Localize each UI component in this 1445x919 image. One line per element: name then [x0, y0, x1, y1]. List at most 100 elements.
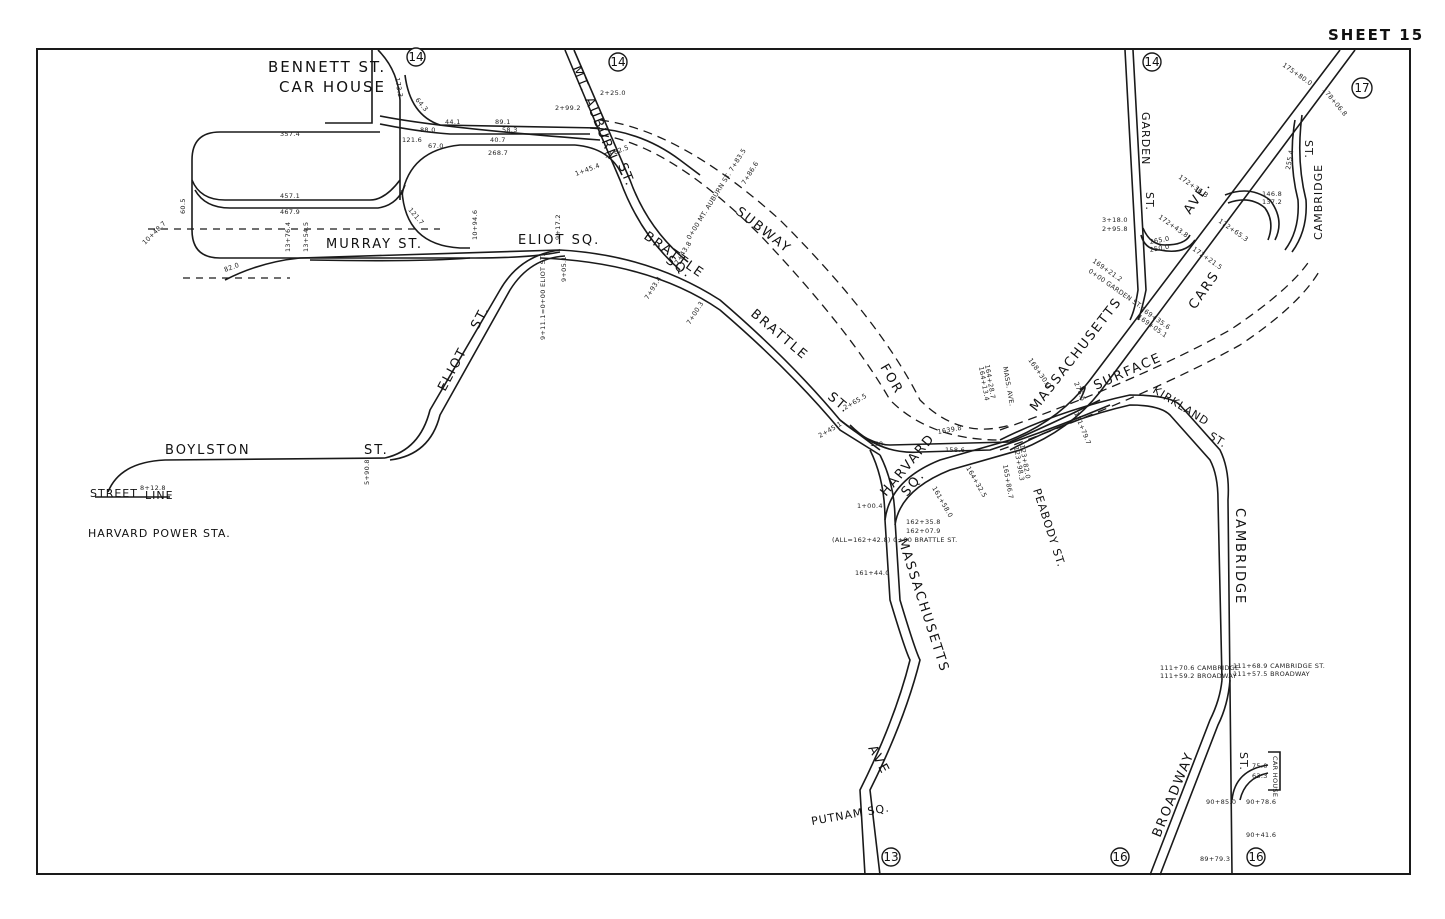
- car-house-s-outline: [1268, 751, 1281, 791]
- cambridge-st-ne-1: [1284, 119, 1300, 251]
- loop-to-murray: [401, 189, 470, 249]
- label-kirkland-st-2: ST.: [1206, 430, 1229, 451]
- label-peabody-st: PEABODY ST.: [1030, 487, 1068, 569]
- sta-168-30-0: 168+30.0: [1026, 357, 1052, 390]
- eliot-st-track-1: [384, 249, 561, 459]
- label-cambridge-ne-st: ST.: [1302, 140, 1315, 159]
- garden-curve-1: [1140, 234, 1196, 253]
- label-cambridge-s: CAMBRIDGE: [1232, 508, 1247, 605]
- dim-63-3: 63.3: [1252, 772, 1268, 780]
- dim-255-4: 255.4: [1284, 149, 1295, 170]
- dim-121-6: 121.6: [402, 136, 422, 144]
- surface-cars-outer: [999, 259, 1311, 431]
- sheet-ref-17[interactable]: 17: [1351, 77, 1373, 99]
- svg-text:14: 14: [610, 55, 625, 69]
- sta-7-86-6: 7+86.6: [740, 160, 760, 186]
- dim-265-0: 265.0: [1149, 235, 1170, 246]
- sheet-ref-14-a[interactable]: 14: [406, 47, 426, 67]
- sta-mass-ave: MASS. AVE.: [1001, 366, 1016, 407]
- dim-457-1: 457.1: [280, 192, 300, 200]
- inner-loop-track-1: [191, 179, 401, 201]
- sta-10-94-6: 10+94.6: [471, 210, 479, 240]
- sheet-ref-16-a[interactable]: 16: [1110, 847, 1130, 867]
- garden-cambridge-area: GARDEN ST. AVE. CAMBRIDGE ST. 3+18.0 2+9…: [1087, 49, 1349, 340]
- kirkland-cambridge-track-2: [1009, 404, 1223, 681]
- sta-2-65-5: 2+65.5: [842, 392, 868, 412]
- sta-2-99-2: 2+99.2: [555, 104, 581, 112]
- murray-spur: [224, 257, 301, 281]
- sta-90-41-6: 90+41.6: [1246, 831, 1276, 839]
- sheet-ref-14-c[interactable]: 14: [1142, 52, 1162, 72]
- yard-track-2: [379, 123, 590, 135]
- sta-8-12-8: 8+12.8: [140, 484, 166, 492]
- label-murray-st: MURRAY ST.: [326, 237, 423, 252]
- label-car-house-s: CAR HOUSE: [1271, 756, 1279, 797]
- murray-track: [309, 257, 471, 262]
- label-bennett-st: BENNETT ST.: [268, 58, 386, 76]
- sta-1-00-4: 1+00.4: [857, 502, 883, 510]
- sheet-ref-13[interactable]: 13: [881, 847, 901, 867]
- sta-2-95-8: 2+95.8: [1102, 225, 1128, 233]
- sta-111-68-9: 111+68.9 CAMBRIDGE ST.: [1233, 662, 1325, 670]
- label-putnam-sq: PUTNAM SQ.: [810, 801, 890, 828]
- dim-60-5: 60.5: [179, 198, 187, 214]
- svg-text:16: 16: [1112, 850, 1127, 864]
- label-cambridge-ne: CAMBRIDGE: [1312, 164, 1325, 240]
- mt-auburn-curve-1: [589, 127, 701, 176]
- sta-162-35-8: 162+35.8: [906, 518, 941, 526]
- sta-5-90-8: 5+90.8: [363, 459, 371, 485]
- sta-161-58-0: 161+58.0: [930, 485, 954, 519]
- brattle-area: BRATTLE SQ. BRATTLE ST. SUBWAY FOR 7+93.…: [641, 147, 906, 417]
- car-house-spur-1: [1231, 764, 1269, 801]
- mass-ave-n-track-2: [894, 49, 1356, 526]
- sta-9-17-2: 9+17.2: [554, 214, 562, 240]
- dim-268-7: 268.7: [488, 149, 508, 157]
- dim-44-1: 44.1: [445, 118, 461, 126]
- sta-111-57-5: 111+57.5 BROADWAY: [1233, 670, 1310, 678]
- garden-st-track-1: [1124, 49, 1139, 321]
- svg-text:13: 13: [883, 850, 898, 864]
- dim-137-2: 137.2: [1262, 198, 1282, 206]
- sheet-title: SHEET 15: [1328, 26, 1424, 44]
- sta-1-45-4: 1+45.4: [574, 162, 601, 178]
- harvard-track-2: [849, 404, 1111, 454]
- surface-cars-inner: [999, 269, 1321, 451]
- dim-75-0: 75.0: [1252, 762, 1268, 770]
- sta-90-78-6: 90+78.6: [1246, 798, 1276, 806]
- sta-178-06-8: 178+06.8: [1320, 86, 1348, 118]
- dim-467-9: 467.9: [280, 208, 300, 216]
- kirkland-cambridge-track-1: [999, 394, 1233, 876]
- dim-158: 158: [870, 440, 883, 448]
- sheet-ref-16-b[interactable]: 16: [1246, 847, 1266, 867]
- bennett-car-house-area: BENNETT ST. CAR HOUSE MURRAY ST. 357.4 4…: [141, 49, 601, 281]
- dim-357-4: 357.4: [280, 130, 300, 138]
- sheet-refs: 14 14 14 17 13 16 16: [406, 47, 1373, 867]
- eliot-sq-track-1: [299, 249, 881, 451]
- sta-161-44-0: 161+44.0: [855, 569, 890, 577]
- dim-40-7: 40.7: [490, 136, 506, 144]
- subway-outer: [599, 119, 1011, 430]
- dim-64-3: 64.3: [413, 96, 429, 113]
- mass-ave-s-track-2: [869, 454, 921, 876]
- sta-2-25-0: 2+25.0: [600, 89, 626, 97]
- label-surface: SURFACE: [1092, 350, 1165, 393]
- sta-164-32-5: 164+32.5: [964, 465, 988, 499]
- dim-121-7: 121.7: [406, 206, 425, 227]
- sta-90-85-0: 90+85.0: [1206, 798, 1236, 806]
- garden-curve-2: [1142, 227, 1191, 246]
- sta-7-93-4: 7+93.4: [643, 275, 663, 301]
- yard-track-3: [401, 144, 575, 196]
- sta-mt-auburn: 0+00 MT. AUBURN ST. 7+83.5: [685, 147, 748, 241]
- svg-text:17: 17: [1354, 81, 1369, 95]
- sheet-ref-14-b[interactable]: 14: [608, 52, 628, 72]
- dim-89-1: 89.1: [495, 118, 511, 126]
- label-boylston: BOYLSTON: [165, 443, 251, 458]
- mass-ave-s-track-1: [859, 449, 911, 876]
- sta-7-00-3: 7+00.3: [685, 300, 705, 326]
- west-loop-track: [191, 131, 561, 259]
- eliot-st-track-2: [389, 255, 566, 461]
- car-house-wall: [325, 50, 373, 124]
- label-car-house: CAR HOUSE: [279, 78, 386, 96]
- label-massachusetts-s: MASSACHUSETTS: [894, 537, 952, 675]
